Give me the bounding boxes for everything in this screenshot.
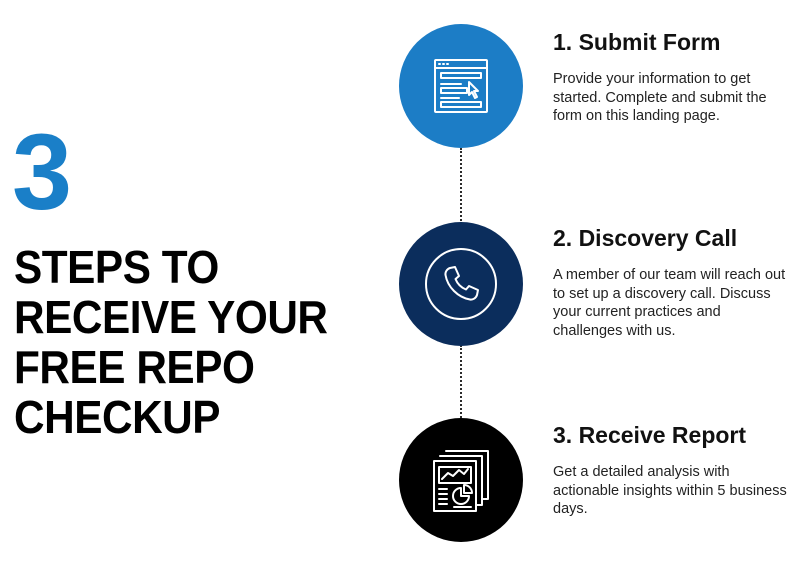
- step-description: A member of our team will reach out to s…: [553, 267, 786, 339]
- hero-headline: STEPS TO RECEIVE YOUR FREE REPO CHECKUP: [14, 242, 328, 442]
- step-2-badge: [399, 222, 523, 346]
- timeline-connector: [460, 148, 462, 224]
- hero-number: 3: [12, 111, 72, 232]
- headline-line: RECEIVE YOUR: [14, 291, 328, 343]
- step-1-badge: [399, 24, 523, 148]
- headline-line: FREE REPO: [14, 341, 255, 393]
- step-description: Provide your information to get started.…: [553, 71, 767, 124]
- step-3-badge: [399, 418, 523, 542]
- form-icon: [434, 59, 488, 113]
- step-title: 1. Submit Form: [553, 29, 721, 55]
- report-icon: [433, 450, 489, 512]
- headline-line: CHECKUP: [14, 391, 221, 443]
- step-title: 3. Receive Report: [553, 422, 747, 448]
- timeline-connector: [460, 345, 462, 421]
- step-1: 1. Submit Form Provide your information …: [553, 28, 793, 126]
- step-3: 3. Receive Report Get a detailed analysi…: [553, 421, 793, 519]
- phone-icon: [425, 248, 497, 320]
- step-title: 2. Discovery Call: [553, 225, 738, 251]
- step-description: Get a detailed analysis with actionable …: [553, 464, 787, 517]
- headline-line: STEPS TO: [14, 241, 219, 293]
- step-2: 2. Discovery Call A member of our team w…: [553, 224, 793, 340]
